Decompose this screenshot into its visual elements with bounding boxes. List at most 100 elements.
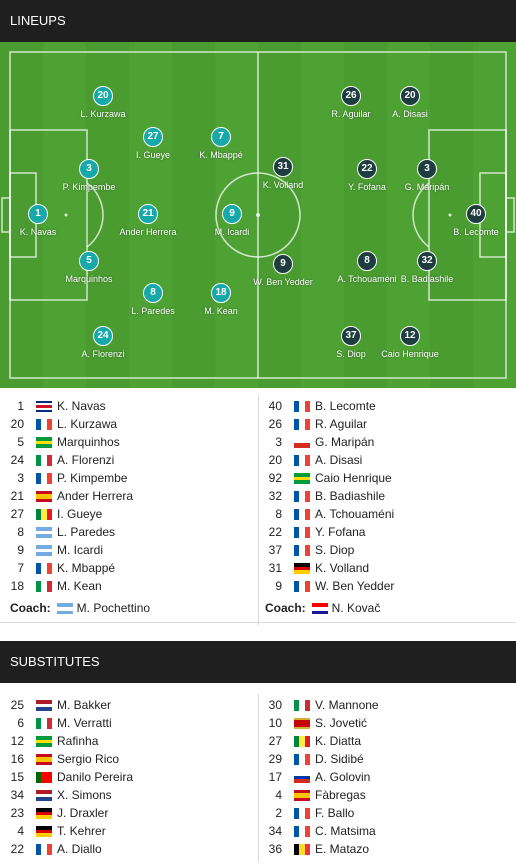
player-name[interactable]: B. Badiashile <box>315 489 386 503</box>
player-name[interactable]: V. Mannone <box>315 698 379 712</box>
player-name[interactable]: W. Ben Yedder <box>315 579 395 593</box>
player-name[interactable]: K. Mbappé <box>57 561 116 575</box>
marker-number: 8 <box>143 283 163 303</box>
marker-name: A. Disasi <box>392 109 428 119</box>
player-name[interactable]: S. Diop <box>315 543 355 557</box>
player-name[interactable]: I. Gueye <box>57 507 103 521</box>
player-name[interactable]: S. Jovetić <box>315 716 368 730</box>
away-coach-name: N. Kovač <box>331 601 381 615</box>
player-name[interactable]: Ander Herrera <box>57 489 134 503</box>
marker-name: Ander Herrera <box>119 227 177 237</box>
player-name[interactable]: P. Kimpembe <box>57 471 128 485</box>
home-coach-label: Coach: <box>10 601 51 615</box>
player-name[interactable]: F. Ballo <box>315 806 355 820</box>
player-name[interactable]: C. Matsima <box>315 824 376 838</box>
player-name[interactable]: M. Kean <box>57 579 102 593</box>
shirt-number: 22 <box>10 842 24 856</box>
marker-number: 3 <box>79 159 99 179</box>
player-name[interactable]: A. Florenzi <box>57 453 115 467</box>
player-name[interactable]: E. Matazo <box>315 842 370 856</box>
player-name[interactable]: G. Maripán <box>315 435 375 449</box>
costa-rica-flag-icon <box>36 401 52 412</box>
croatia-flag-icon <box>311 603 328 615</box>
player-name[interactable]: X. Simons <box>57 788 112 802</box>
away-player-row[interactable]: 31 K. Volland <box>258 559 516 577</box>
player-name[interactable]: D. Sidibé <box>315 752 364 766</box>
player-name[interactable]: Marquinhos <box>57 435 120 449</box>
player-name[interactable]: K. Volland <box>315 561 370 575</box>
player-name[interactable]: R. Aguilar <box>315 417 368 431</box>
player-name[interactable]: Sergio Rico <box>57 752 120 766</box>
marker-name: K. Navas <box>19 227 57 237</box>
france-flag-icon <box>294 581 310 592</box>
player-name[interactable]: T. Kehrer <box>57 824 106 838</box>
player-name[interactable]: Danilo Pereira <box>57 770 134 784</box>
player-name[interactable]: K. Diatta <box>315 734 362 748</box>
player-name[interactable]: M. Verratti <box>57 716 112 730</box>
player-name[interactable]: A. Golovin <box>315 770 371 784</box>
player-name[interactable]: Caio Henrique <box>315 471 392 485</box>
player-name[interactable]: J. Draxler <box>57 806 109 820</box>
netherlands-flag-icon <box>36 790 52 802</box>
home-sub-row[interactable]: 22 A. Diallo <box>0 840 258 858</box>
germany-flag-icon <box>36 808 52 820</box>
player-name[interactable]: A. Diallo <box>57 842 102 856</box>
shirt-number: 31 <box>268 561 282 575</box>
spain-flag-icon <box>36 491 52 502</box>
player-name[interactable]: L. Kurzawa <box>57 417 118 431</box>
brazil-flag-icon <box>36 437 52 449</box>
player-name[interactable]: A. Tchouaméni <box>315 507 395 521</box>
player-name[interactable]: Rafinha <box>57 734 99 748</box>
player-name[interactable]: Fàbregas <box>315 788 366 802</box>
spain-flag-icon <box>36 754 52 765</box>
player-name[interactable]: M. Icardi <box>57 543 104 557</box>
player-name[interactable]: L. Paredes <box>57 525 116 539</box>
player-name[interactable]: M. Bakker <box>57 698 112 712</box>
marker-number: 20 <box>400 86 420 106</box>
player-name[interactable]: K. Navas <box>57 399 106 413</box>
senegal-flag-icon <box>294 736 310 747</box>
player-name[interactable]: Y. Fofana <box>315 525 366 539</box>
player-name[interactable]: A. Disasi <box>315 453 363 467</box>
player-name[interactable]: B. Lecomte <box>315 399 376 413</box>
